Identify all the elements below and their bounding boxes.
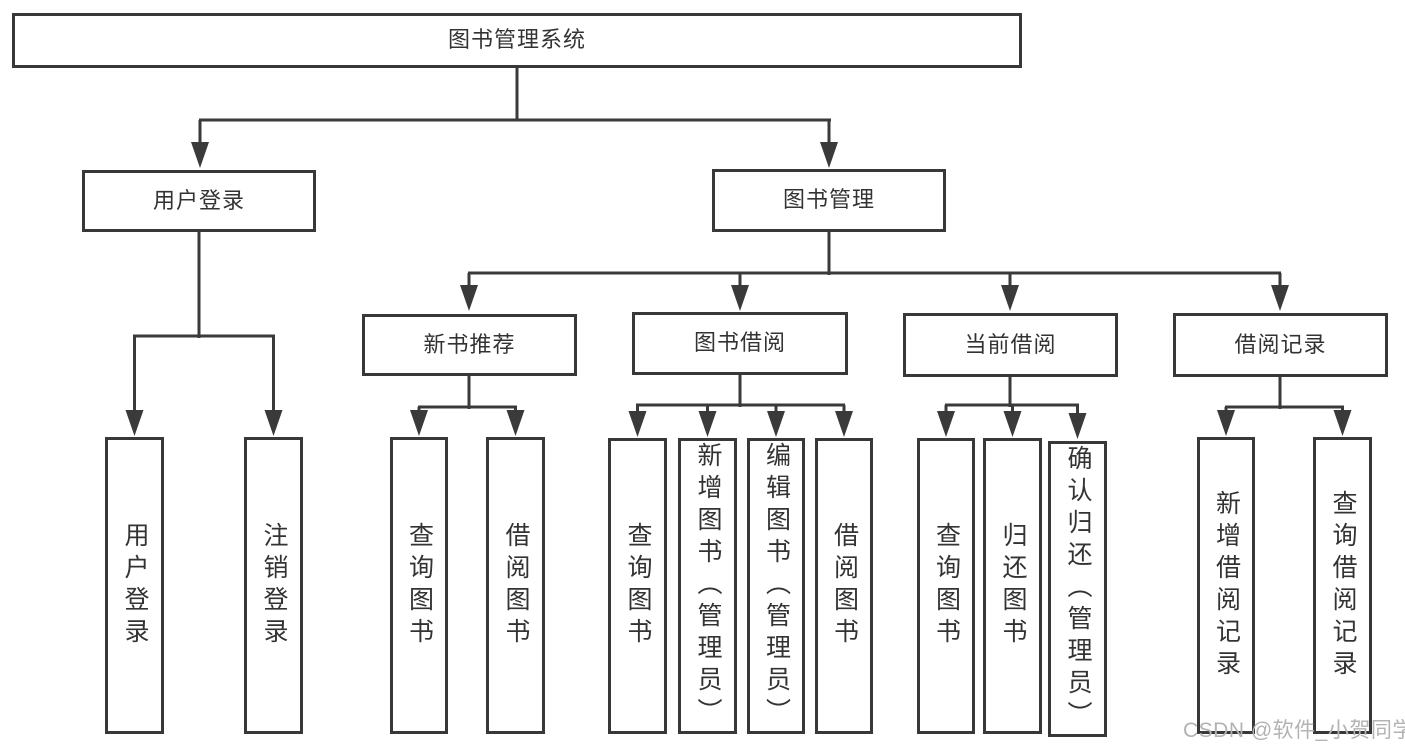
leaf-add-borrow-record: 新增借阅记录 [1197, 437, 1255, 734]
leaf-query-books-current: 查询图书 [917, 438, 975, 734]
node-book-management: 图书管理 [712, 169, 946, 232]
leaf-confirm-return-admin: 确认归还（管理员） [1048, 441, 1107, 737]
leaf-query-books-borrowing: 查询图书 [608, 438, 667, 734]
leaf-query-books-recommend: 查询图书 [390, 437, 448, 734]
leaf-logout: 注销登录 [244, 437, 303, 734]
arrowheads [125, 142, 1352, 439]
leaf-edit-books-admin: 编辑图书（管理员） [747, 438, 805, 734]
node-current-borrowing: 当前借阅 [903, 313, 1118, 377]
leaf-query-borrow-record: 查询借阅记录 [1313, 437, 1372, 734]
leaf-borrow-books-recommend: 借阅图书 [486, 437, 545, 734]
node-borrowing-records: 借阅记录 [1173, 313, 1388, 377]
leaf-borrow-books-borrowing: 借阅图书 [815, 438, 873, 734]
node-root-library-system: 图书管理系统 [12, 13, 1022, 68]
leaf-add-books-admin: 新增图书（管理员） [678, 438, 737, 734]
node-book-borrowing: 图书借阅 [632, 312, 848, 375]
csdn-watermark: CSDN @软件_小贺同学 [1183, 719, 1405, 742]
leaf-return-books: 归还图书 [983, 438, 1042, 734]
node-user-login: 用户登录 [82, 170, 316, 232]
node-new-book-recommend: 新书推荐 [362, 314, 577, 376]
leaf-user-login: 用户登录 [105, 437, 164, 734]
